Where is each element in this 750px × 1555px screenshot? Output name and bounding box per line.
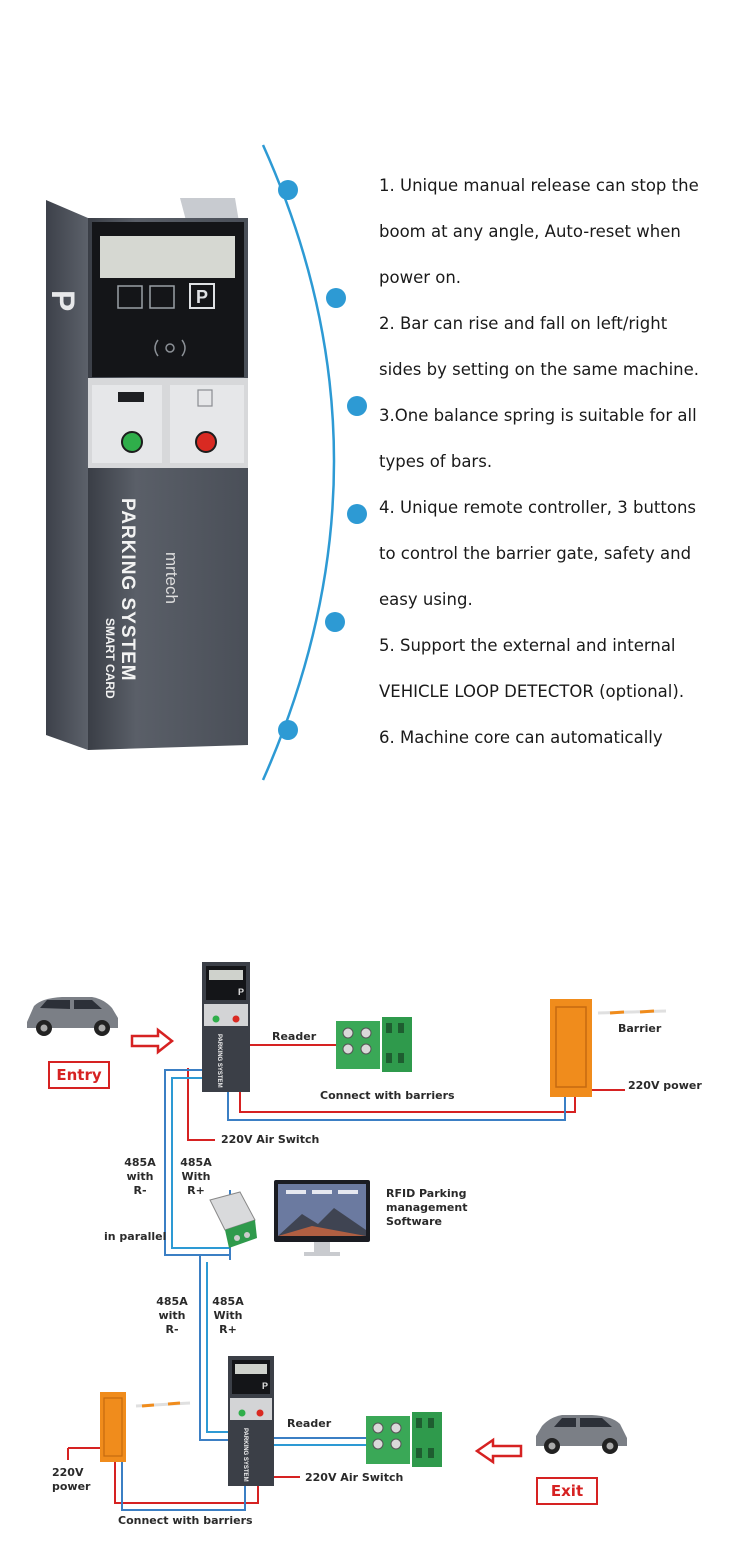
- smart-card-text: SMART CARD: [103, 618, 117, 699]
- bottom-terminal-block: [366, 1412, 442, 1467]
- r-plus-top-label: 485A With R+: [180, 1156, 212, 1197]
- svg-text:PARKING SYSTEM: PARKING SYSTEM: [216, 1034, 222, 1088]
- converter-image: [209, 1191, 257, 1248]
- feature-line: 1. Unique manual release can stop the: [379, 176, 699, 195]
- parking-station-image: P P PARKING SYSTEM SMART CARD mrtech: [45, 198, 248, 750]
- bottom-connect-label: Connect with barriers: [118, 1514, 253, 1527]
- entry-arrow-icon: [130, 1027, 175, 1055]
- arc-dot: [278, 720, 298, 740]
- svg-text:P: P: [262, 1381, 268, 1391]
- side-p-letter: P: [45, 290, 81, 311]
- parking-system-text: PARKING SYSTEM: [117, 498, 138, 682]
- feature-line: 5. Support the external and internal: [379, 636, 676, 655]
- svg-text:PARKING SYSTEM: PARKING SYSTEM: [242, 1428, 248, 1482]
- bottom-reader-label: Reader: [287, 1417, 332, 1430]
- feature-line: sides by setting on the same machine.: [379, 360, 700, 379]
- feature-line: 4. Unique remote controller, 3 buttons: [379, 498, 697, 517]
- svg-text:P: P: [238, 987, 244, 997]
- exit-arrow-icon: [474, 1437, 523, 1465]
- top-air-switch-label: 220V Air Switch: [221, 1133, 320, 1146]
- top-connect-label: Connect with barriers: [320, 1089, 455, 1102]
- r-minus-top-label: 485A with R-: [124, 1156, 156, 1197]
- exit-station-image: P PARKING SYSTEM: [228, 1356, 274, 1486]
- top-power-label: 220V power: [628, 1079, 702, 1092]
- feature-arc: [261, 144, 367, 781]
- entry-car-image: [27, 997, 118, 1036]
- exit-car-image: [536, 1415, 627, 1454]
- arc-dot: [278, 180, 298, 200]
- feature-line: to control the barrier gate, safety and: [379, 544, 692, 563]
- feature-line: VEHICLE LOOP DETECTOR (optional).: [379, 682, 685, 701]
- arc-dot: [347, 504, 367, 524]
- arc-dot: [325, 612, 345, 632]
- feature-line: easy using.: [379, 590, 473, 609]
- top-terminal-block: [336, 1017, 412, 1072]
- arc-dot: [326, 288, 346, 308]
- exit-label: Exit: [536, 1477, 598, 1505]
- feature-line: types of bars.: [379, 452, 493, 471]
- monitor-image: [274, 1180, 370, 1256]
- bottom-air-switch-label: 220V Air Switch: [305, 1471, 404, 1484]
- feature-line: power on.: [379, 268, 462, 287]
- software-label: RFID Parking management Software: [386, 1187, 468, 1228]
- arc-dot: [347, 396, 367, 416]
- top-barrier-image: [550, 999, 667, 1097]
- bottom-barrier-image: [100, 1392, 191, 1462]
- top-reader-label: Reader: [272, 1030, 317, 1043]
- feature-line: boom at any angle, Auto-reset when: [379, 222, 681, 241]
- r-minus-bottom-label: 485A with R-: [156, 1295, 188, 1336]
- in-parallel-label: in parallel: [104, 1230, 167, 1243]
- entry-station-image: P PARKING SYSTEM: [202, 962, 250, 1092]
- panel-p-key: P: [196, 287, 208, 307]
- bottom-power-label: 220V power: [52, 1466, 91, 1493]
- barrier-label: Barrier: [618, 1022, 662, 1035]
- feature-line: 6. Machine core can automatically: [379, 728, 663, 747]
- feature-line: 3.One balance spring is suitable for all: [379, 406, 697, 425]
- r-plus-bottom-label: 485A With R+: [212, 1295, 244, 1336]
- feature-line: 2. Bar can rise and fall on left/right: [379, 314, 668, 333]
- entry-label: Entry: [48, 1061, 110, 1089]
- brand-text: mrtech: [162, 552, 181, 604]
